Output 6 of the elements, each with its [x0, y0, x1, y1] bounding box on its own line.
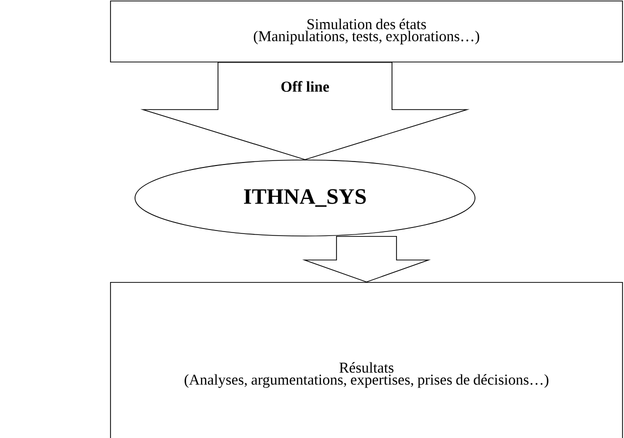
edge-label: Off line	[280, 80, 330, 93]
text-box: Résultats (Analyses, argumentations, expertises, prises de décisions…)	[110, 282, 623, 438]
block-arrow	[302, 236, 431, 282]
text-box: Simulation des états (Manipulations, tests, explorations…)	[110, 0, 623, 62]
oval-node: ITHNA_SYS	[134, 160, 476, 236]
block-arrow	[140, 62, 470, 160]
